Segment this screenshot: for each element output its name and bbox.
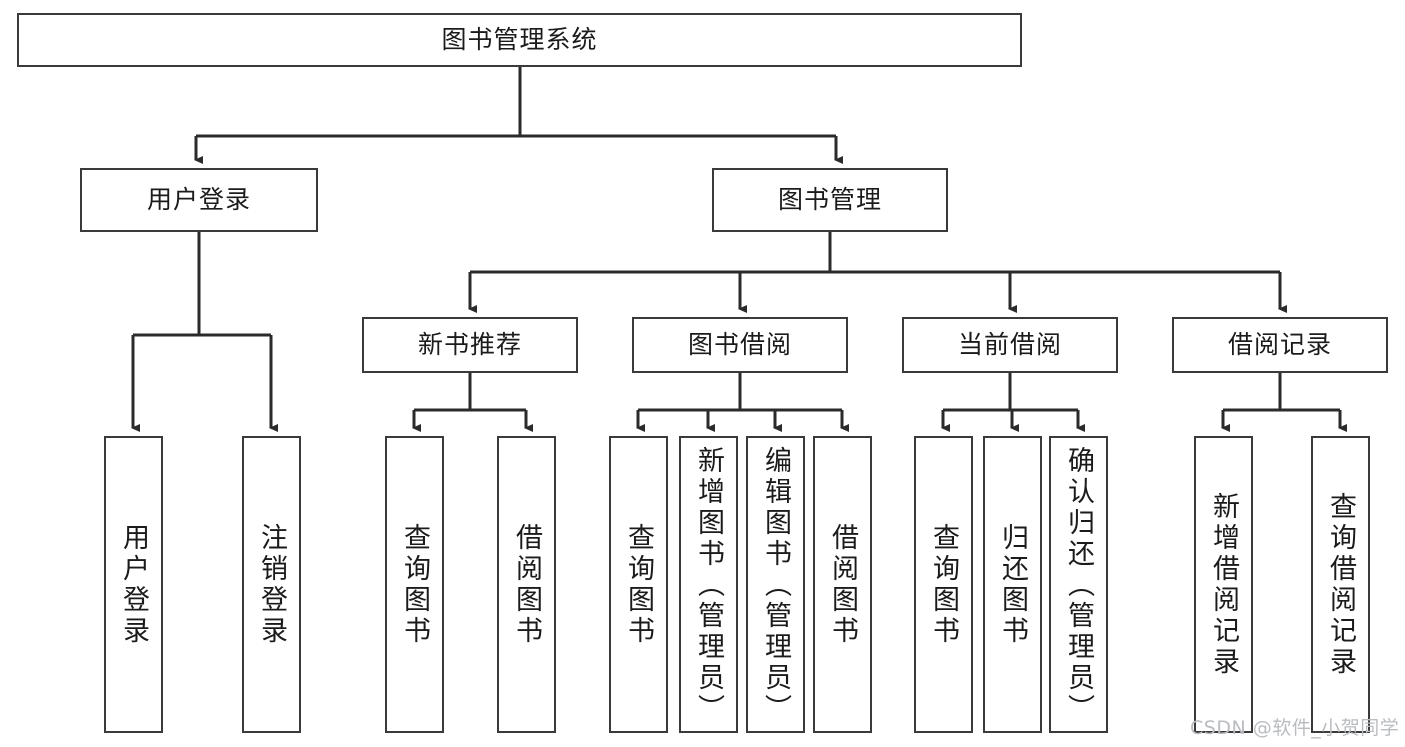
node-leaf-borrow-book-1[interactable]: 借阅图书 (497, 436, 556, 733)
node-leaf-logout-login-label: 注销登录 (256, 522, 287, 647)
watermark-text: CSDN @软件_小贺同学 (1190, 717, 1400, 739)
node-user-login-label: 用户登录 (146, 184, 251, 214)
node-leaf-return-book[interactable]: 归还图书 (983, 436, 1042, 733)
node-leaf-query-book-3-label: 查询图书 (928, 522, 959, 647)
node-root[interactable]: 图书管理系统 (17, 13, 1022, 67)
node-leaf-query-borrow-record[interactable]: 查询借阅记录 (1311, 436, 1370, 733)
node-leaf-query-book-1-label: 查询图书 (399, 522, 430, 647)
node-current-borrow[interactable]: 当前借阅 (902, 317, 1118, 373)
node-new-book-recommend-label: 新书推荐 (417, 329, 522, 359)
node-leaf-borrow-book-2[interactable]: 借阅图书 (813, 436, 872, 733)
node-user-login[interactable]: 用户登录 (80, 168, 318, 232)
node-leaf-query-book-3[interactable]: 查询图书 (914, 436, 973, 733)
node-book-management-label: 图书管理 (777, 184, 882, 214)
node-book-borrow[interactable]: 图书借阅 (632, 317, 848, 373)
node-borrow-record-label: 借阅记录 (1227, 329, 1332, 359)
node-leaf-query-borrow-record-label: 查询借阅记录 (1325, 491, 1356, 678)
node-current-borrow-label: 当前借阅 (957, 329, 1062, 359)
node-book-management[interactable]: 图书管理 (712, 168, 948, 232)
node-leaf-query-book-1[interactable]: 查询图书 (385, 436, 444, 733)
node-leaf-confirm-return-admin[interactable]: 确认归还（管理员） (1049, 436, 1108, 733)
node-leaf-borrow-book-2-label: 借阅图书 (827, 522, 858, 647)
node-leaf-confirm-return-admin-label: 确认归还（管理员） (1063, 446, 1094, 725)
node-leaf-user-login[interactable]: 用户登录 (104, 436, 163, 733)
node-leaf-edit-book-admin-label: 编辑图书（管理员） (760, 446, 791, 725)
node-book-borrow-label: 图书借阅 (687, 329, 792, 359)
node-leaf-query-book-2-label: 查询图书 (623, 522, 654, 647)
node-leaf-logout-login[interactable]: 注销登录 (242, 436, 301, 733)
node-leaf-return-book-label: 归还图书 (997, 522, 1028, 647)
node-leaf-add-book-admin[interactable]: 新增图书（管理员） (679, 436, 738, 733)
node-leaf-add-book-admin-label: 新增图书（管理员） (693, 446, 724, 725)
node-leaf-edit-book-admin[interactable]: 编辑图书（管理员） (746, 436, 805, 733)
node-leaf-add-borrow-record[interactable]: 新增借阅记录 (1194, 436, 1253, 733)
node-leaf-borrow-book-1-label: 借阅图书 (511, 522, 542, 647)
node-root-label: 图书管理系统 (441, 24, 598, 54)
node-borrow-record[interactable]: 借阅记录 (1172, 317, 1388, 373)
node-new-book-recommend[interactable]: 新书推荐 (362, 317, 578, 373)
node-leaf-user-login-label: 用户登录 (118, 522, 149, 647)
node-leaf-query-book-2[interactable]: 查询图书 (609, 436, 668, 733)
node-leaf-add-borrow-record-label: 新增借阅记录 (1208, 491, 1239, 678)
